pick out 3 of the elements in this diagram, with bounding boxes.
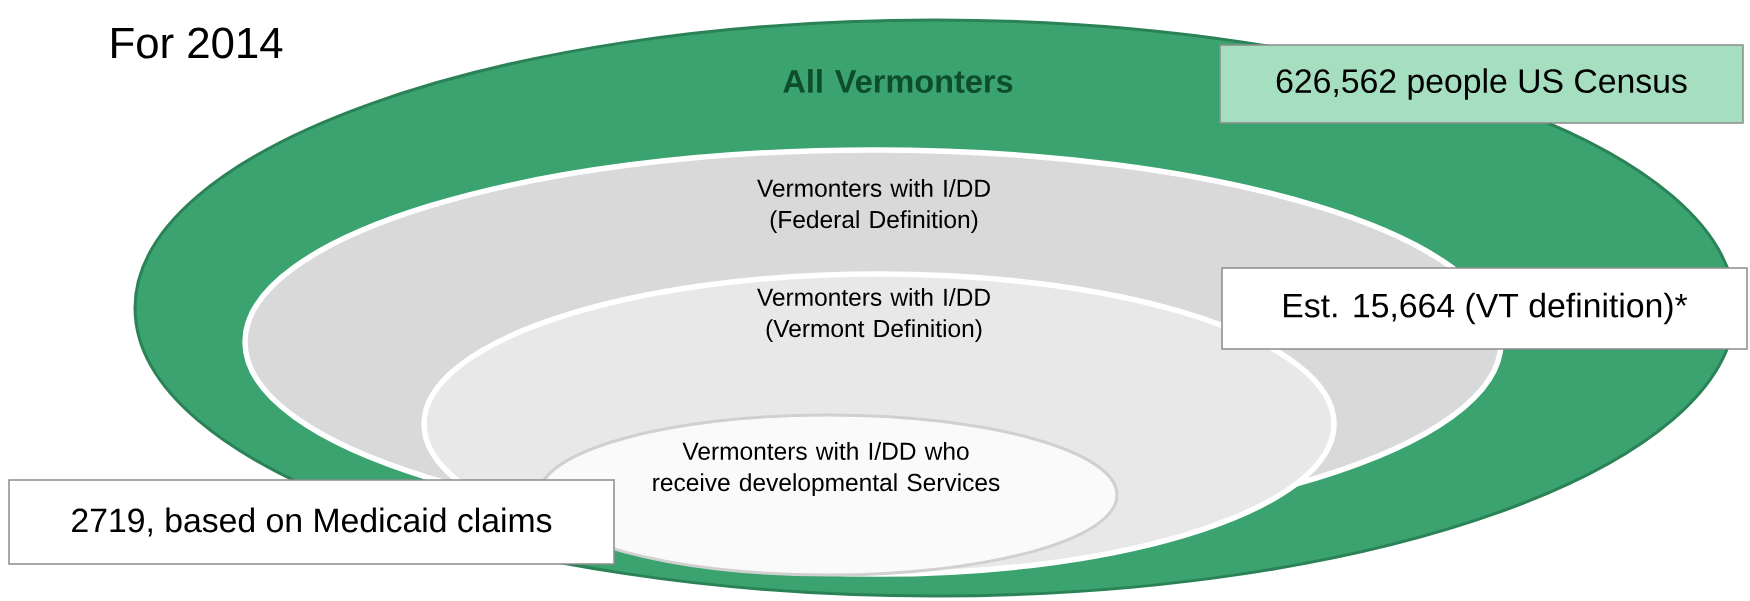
text-box: 2719, based on Medicaid claims (8, 479, 615, 565)
node-label: Vermonters with I/DD who receive developmental Services (653, 441, 1000, 497)
text-box: 626,562 people US Census (1219, 44, 1744, 124)
